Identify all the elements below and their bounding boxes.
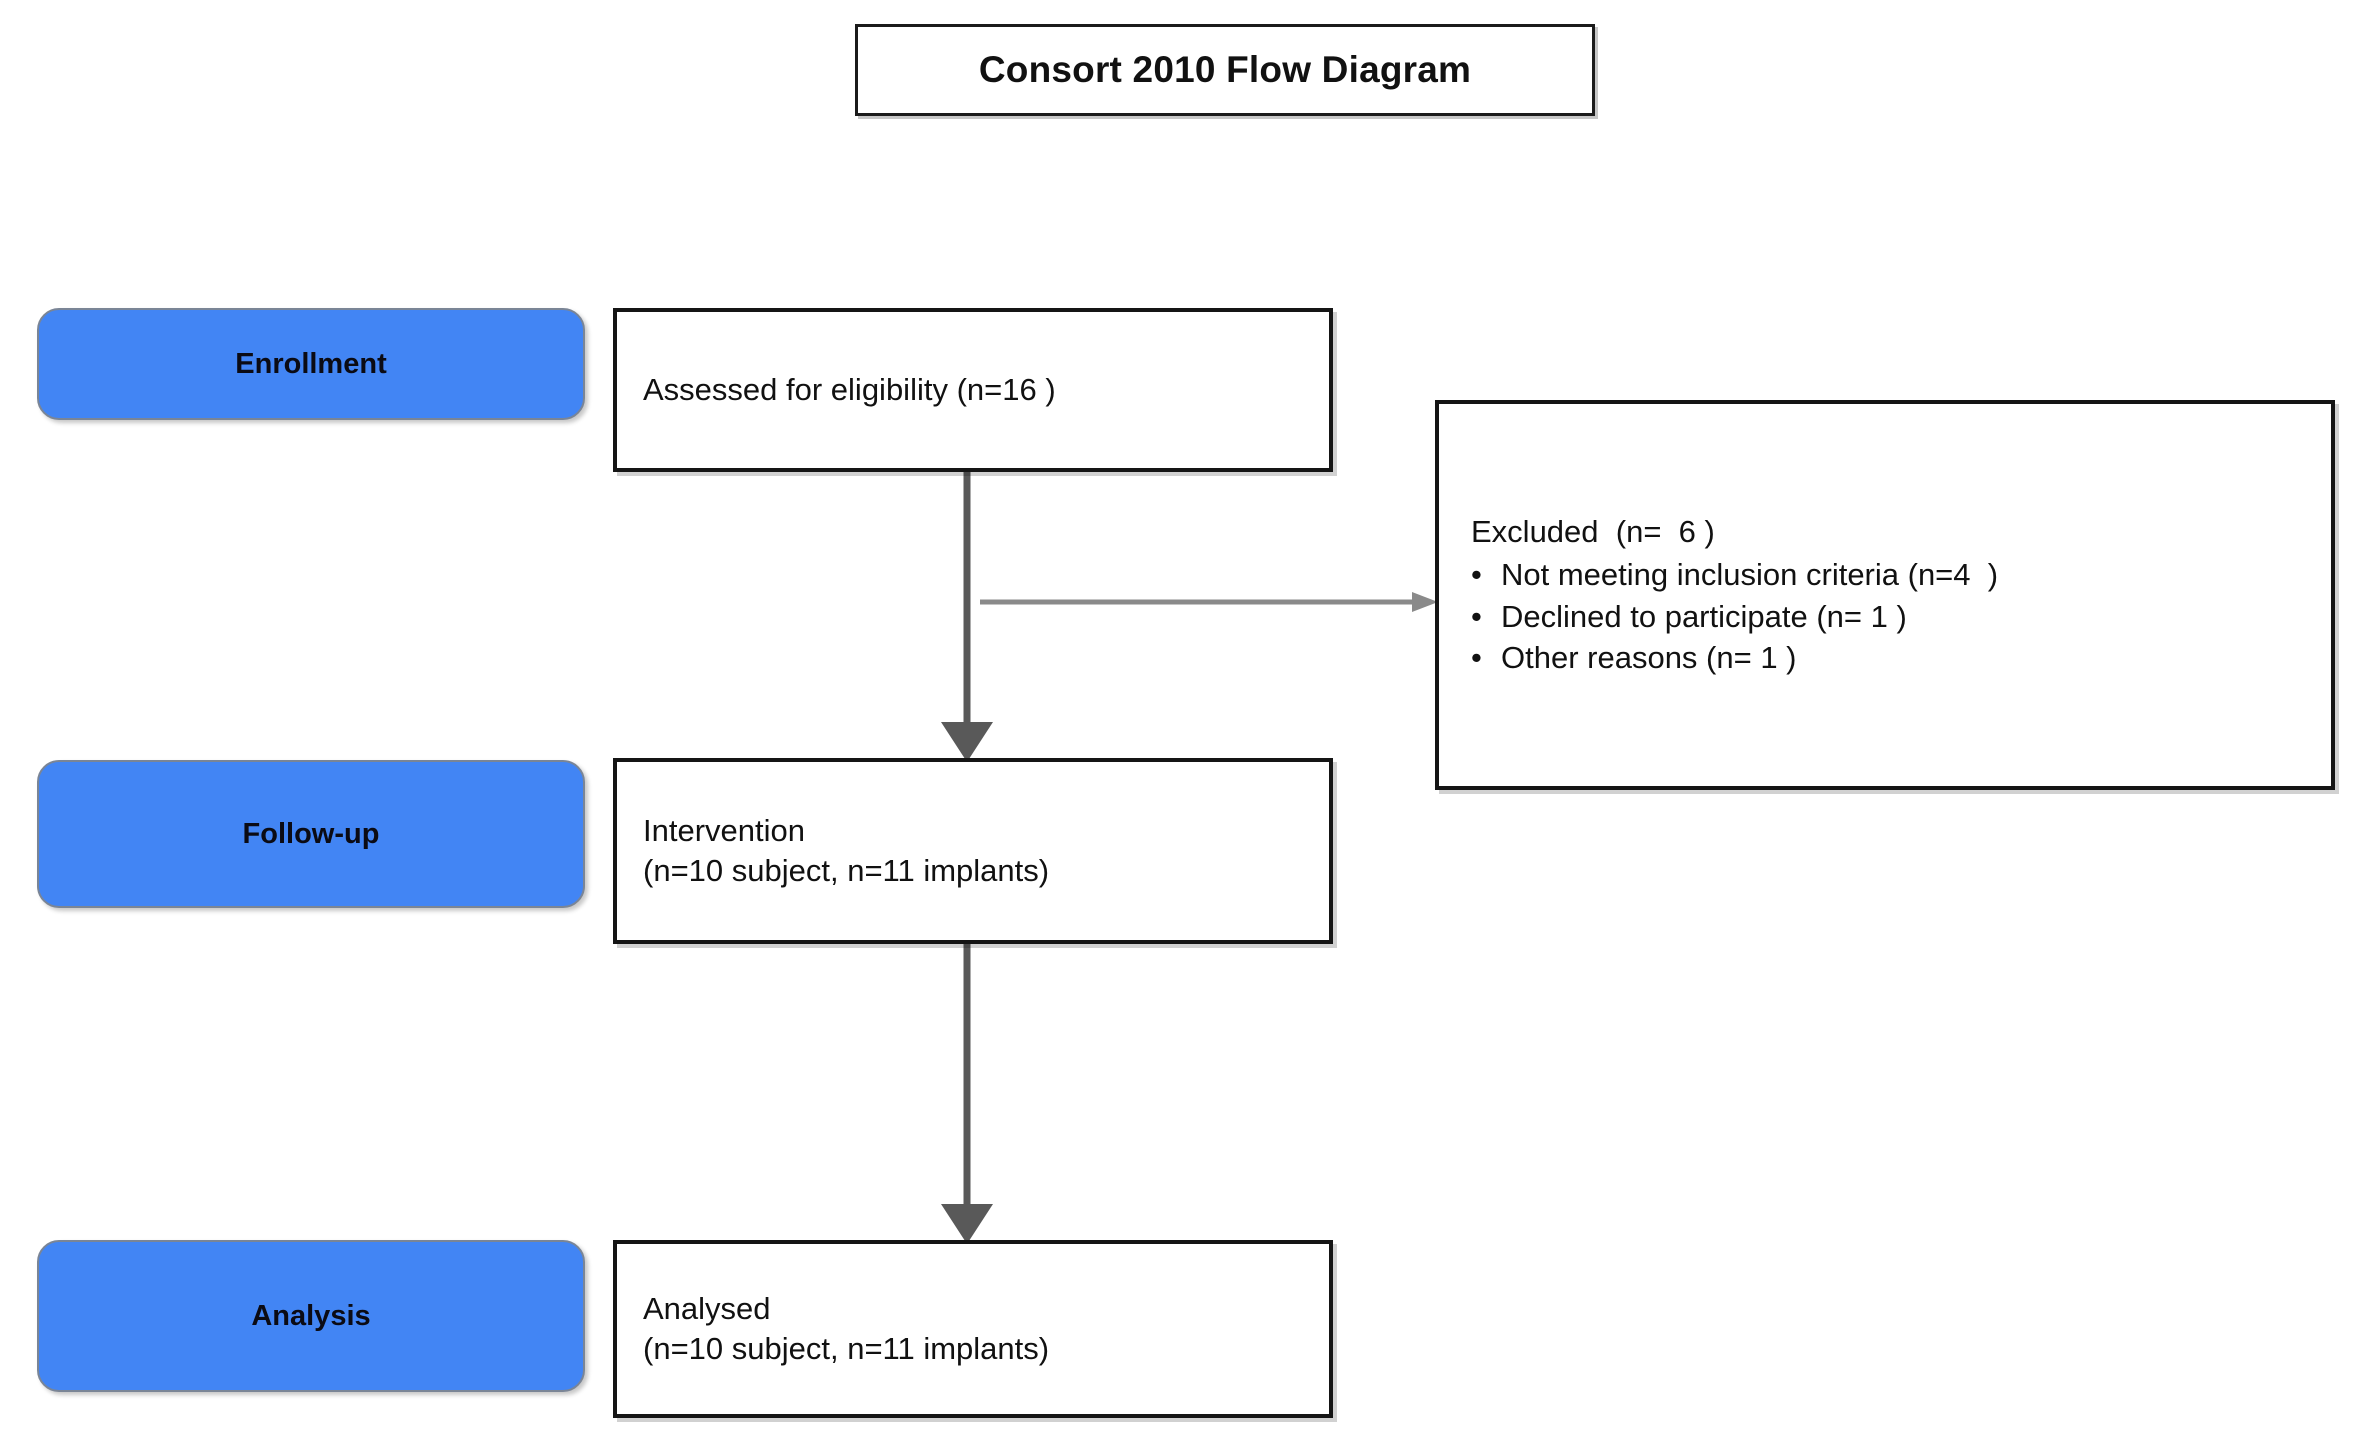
- node-intervention-text: Intervention (n=10 subject, n=11 implant…: [643, 812, 1050, 888]
- bullet-icon: •: [1471, 557, 1482, 593]
- stage-label-followup: Follow-up: [242, 817, 380, 850]
- arrow-intervention-to-analysed: [941, 942, 993, 1244]
- arrow-assessed-to-intervention: [941, 472, 993, 762]
- stage-pill-followup: Follow-up: [37, 760, 585, 908]
- excluded-reason-text: Declined to participate (n= 1 ): [1501, 598, 1907, 634]
- node-analysed: Analysed (n=10 subject, n=11 implants): [613, 1240, 1333, 1418]
- stage-label-analysis: Analysis: [251, 1299, 371, 1332]
- excluded-reason-list: • Not meeting inclusion criteria (n=4 ) …: [1471, 554, 2315, 678]
- diagram-title: Consort 2010 Flow Diagram: [978, 49, 1472, 90]
- arrow-to-excluded: [980, 592, 1438, 612]
- stage-label-enrollment: Enrollment: [235, 347, 387, 380]
- node-analysed-text: Analysed (n=10 subject, n=11 implants): [643, 1290, 1050, 1366]
- node-assessed-for-eligibility: Assessed for eligibility (n=16 ): [613, 308, 1333, 472]
- node-assessed-text: Assessed for eligibility (n=16 ): [643, 371, 1056, 407]
- excluded-reason-text: Other reasons (n= 1 ): [1501, 639, 1797, 675]
- stage-pill-enrollment: Enrollment: [37, 308, 585, 420]
- excluded-reason-text: Not meeting inclusion criteria (n=4 ): [1501, 557, 1999, 593]
- bullet-icon: •: [1471, 598, 1482, 634]
- stage-pill-analysis: Analysis: [37, 1240, 585, 1392]
- diagram-title-box: Consort 2010 Flow Diagram: [855, 24, 1595, 116]
- node-excluded: Excluded (n= 6 ) • Not meeting inclusion…: [1435, 400, 2335, 790]
- excluded-reason-item: • Declined to participate (n= 1 ): [1471, 596, 2315, 637]
- excluded-reason-item: • Not meeting inclusion criteria (n=4 ): [1471, 554, 2315, 595]
- excluded-reason-item: • Other reasons (n= 1 ): [1471, 637, 2315, 678]
- excluded-heading: Excluded (n= 6 ): [1471, 514, 1715, 550]
- node-intervention: Intervention (n=10 subject, n=11 implant…: [613, 758, 1333, 944]
- bullet-icon: •: [1471, 639, 1482, 675]
